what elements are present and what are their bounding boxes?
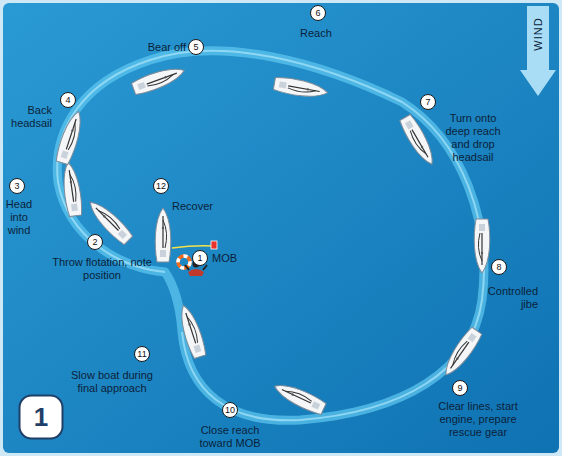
wake-path bbox=[57, 51, 484, 421]
boat bbox=[474, 219, 490, 273]
marker-flag bbox=[211, 241, 217, 249]
callout-number: 12 bbox=[153, 178, 169, 194]
boat bbox=[271, 379, 327, 416]
step-label: Close reach toward MOB bbox=[190, 424, 270, 450]
callout-number: 4 bbox=[60, 92, 76, 108]
callout-number: 1 bbox=[192, 250, 208, 266]
boat bbox=[60, 161, 83, 217]
callout-number: 2 bbox=[87, 234, 103, 250]
step-label: Slow boat during final approach bbox=[62, 369, 162, 395]
step-label: Reach bbox=[300, 27, 350, 40]
sea bbox=[3, 3, 559, 453]
callout-number: 10 bbox=[222, 402, 238, 418]
boat bbox=[131, 63, 187, 96]
boat bbox=[398, 114, 439, 169]
step-label: Back headsail bbox=[4, 104, 52, 130]
step-label: Head into wind bbox=[2, 198, 36, 237]
boat bbox=[273, 76, 329, 101]
step-label: Turn onto deep reach and drop headsail bbox=[440, 112, 506, 164]
figure-number-box: 1 bbox=[18, 394, 64, 440]
wind-arrow: WIND bbox=[520, 6, 556, 96]
wake-highlight bbox=[57, 51, 484, 421]
callout-number: 11 bbox=[134, 346, 150, 362]
step-label: Bear off bbox=[118, 41, 186, 54]
outline bbox=[520, 6, 556, 96]
throw-line bbox=[172, 246, 214, 248]
boat bbox=[155, 208, 171, 262]
callout-number: 7 bbox=[420, 94, 436, 110]
callout-number: 6 bbox=[310, 5, 326, 21]
step-label: MOB bbox=[212, 252, 252, 265]
figure-number: 1 bbox=[34, 402, 48, 433]
life-ring bbox=[178, 256, 190, 268]
step-label: Clear lines, start engine, prepare rescu… bbox=[424, 400, 532, 439]
callout-number: 3 bbox=[9, 178, 25, 194]
step-label: Controlled jibe bbox=[474, 285, 538, 311]
callout-number: 8 bbox=[491, 259, 507, 275]
person-arms bbox=[185, 265, 207, 270]
step-label: Recover bbox=[172, 200, 232, 213]
boat bbox=[176, 303, 208, 359]
wind-label: WIND bbox=[532, 17, 544, 50]
boat bbox=[440, 326, 484, 379]
callout-number: 9 bbox=[452, 380, 468, 396]
person-body bbox=[188, 269, 204, 276]
callout-number: 5 bbox=[188, 39, 204, 55]
step-label: Throw flotation, note position bbox=[52, 256, 152, 282]
life-ring bbox=[178, 256, 190, 268]
boat bbox=[55, 109, 87, 165]
outline bbox=[20, 396, 63, 439]
